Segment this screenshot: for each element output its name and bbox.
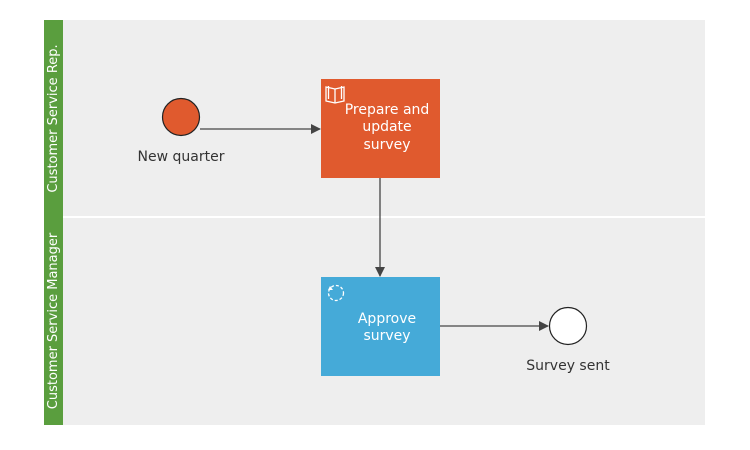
end-event-circle[interactable]: [548, 306, 588, 346]
end-event-label: Survey sent: [526, 358, 610, 374]
book-icon: [325, 86, 345, 104]
task-approve-survey[interactable]: Approve survey: [321, 277, 440, 376]
start-event-circle[interactable]: [161, 97, 201, 137]
loop-icon: [327, 284, 345, 302]
lane-label: Customer Service Rep.: [46, 44, 61, 192]
task-box[interactable]: [321, 79, 440, 178]
task-prepare-update-survey[interactable]: Prepare and update survey: [321, 79, 440, 178]
task-label-line: update: [362, 119, 411, 135]
lane-header: [44, 217, 63, 425]
task-label-line: Prepare and: [345, 102, 430, 118]
end-event[interactable]: Survey sent: [526, 306, 610, 375]
start-event[interactable]: New quarter: [138, 97, 225, 166]
start-event-label: New quarter: [138, 149, 225, 165]
task-label-line: survey: [363, 328, 410, 344]
lane-header: [44, 20, 63, 217]
task-label-line: survey: [363, 137, 410, 153]
task-box[interactable]: [321, 277, 440, 376]
task-label-line: Approve: [358, 311, 416, 327]
lane-label: Customer Service Manager: [46, 232, 61, 409]
